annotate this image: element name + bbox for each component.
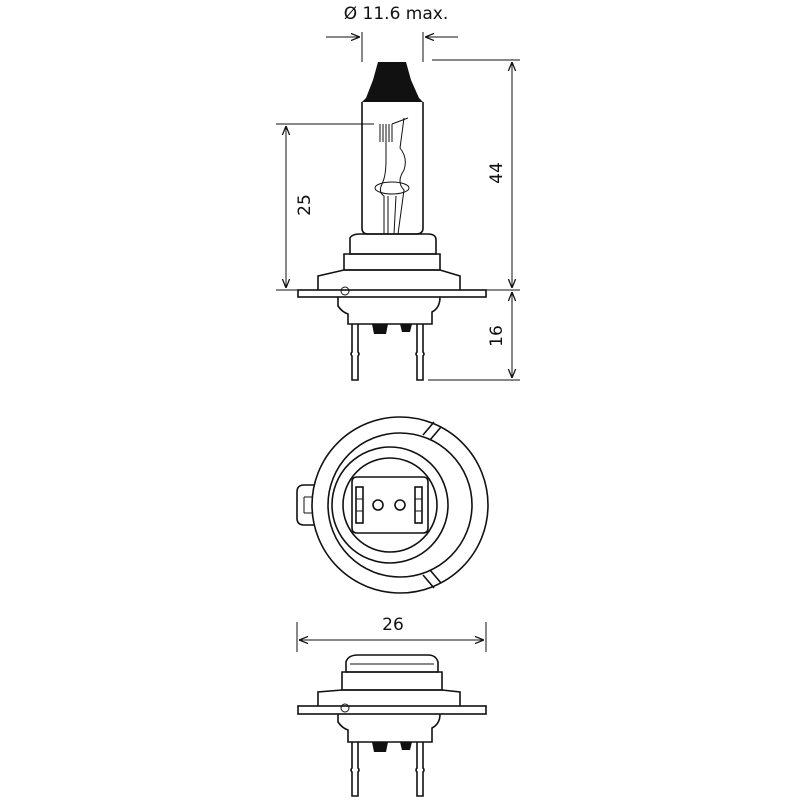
flange-outer-ring: [311, 416, 489, 594]
pin-hole-left: [372, 499, 384, 511]
support-wire-right: [397, 117, 406, 235]
mounting-flange: [297, 289, 487, 298]
dimension-flange-width: 26: [296, 615, 487, 652]
flange-tab: [296, 484, 322, 526]
socket-outer-ring: [331, 446, 449, 564]
front-contact-block-right: [400, 742, 412, 750]
base-flange-wing: [317, 269, 461, 290]
wire-loop: [374, 181, 410, 195]
wire-lead-right: [393, 195, 397, 235]
flange-notch-top: [422, 421, 442, 441]
front-flange-wing: [317, 689, 461, 706]
front-mounting-flange: [297, 705, 487, 715]
bottom-view: [296, 416, 489, 594]
base-collar-lower: [343, 253, 441, 271]
pin-right: [415, 324, 425, 381]
front-top-cap: [345, 654, 439, 673]
support-wire-left: [379, 142, 387, 234]
front-flange-rivet: [340, 703, 350, 713]
dimension-overall-height: 44: [432, 59, 520, 291]
flange-notch-bottom: [422, 569, 442, 589]
dimension-pin-length: 16: [428, 292, 520, 381]
pin-hole-right: [394, 499, 406, 511]
front-contact-block-left: [372, 742, 388, 752]
flange-rivet: [340, 286, 350, 296]
front-socket-body: [337, 713, 441, 743]
connector-body: [351, 476, 429, 534]
dimension-focal-height: 25: [276, 123, 374, 291]
front-pin-right: [415, 742, 425, 797]
terminal-left: [355, 486, 364, 524]
diameter-label: Ø 11.6 max.: [344, 4, 448, 24]
pin-left: [350, 324, 360, 381]
socket-body: [337, 296, 441, 325]
flange-inner-ring: [327, 432, 473, 578]
bulb-black-cap: [362, 62, 423, 102]
pin-length-label: 16: [487, 325, 507, 347]
glass-envelope: [361, 102, 424, 235]
side-view: [297, 62, 487, 381]
contact-block-right: [400, 324, 412, 332]
flange-width-label: 26: [382, 615, 404, 635]
focal-height-label: 25: [295, 194, 315, 216]
support-wire-top: [391, 117, 409, 125]
terminal-right: [414, 486, 423, 524]
base-collar-upper: [349, 233, 437, 255]
front-pin-left: [350, 742, 360, 797]
contact-block-left: [372, 324, 388, 334]
socket-inner-ring: [342, 457, 438, 553]
filament-coil: [379, 124, 393, 142]
dimension-diameter: Ø 11.6 max.: [326, 4, 458, 62]
overall-height-label: 44: [487, 162, 507, 184]
front-view: [297, 654, 487, 797]
front-collar: [341, 671, 443, 691]
